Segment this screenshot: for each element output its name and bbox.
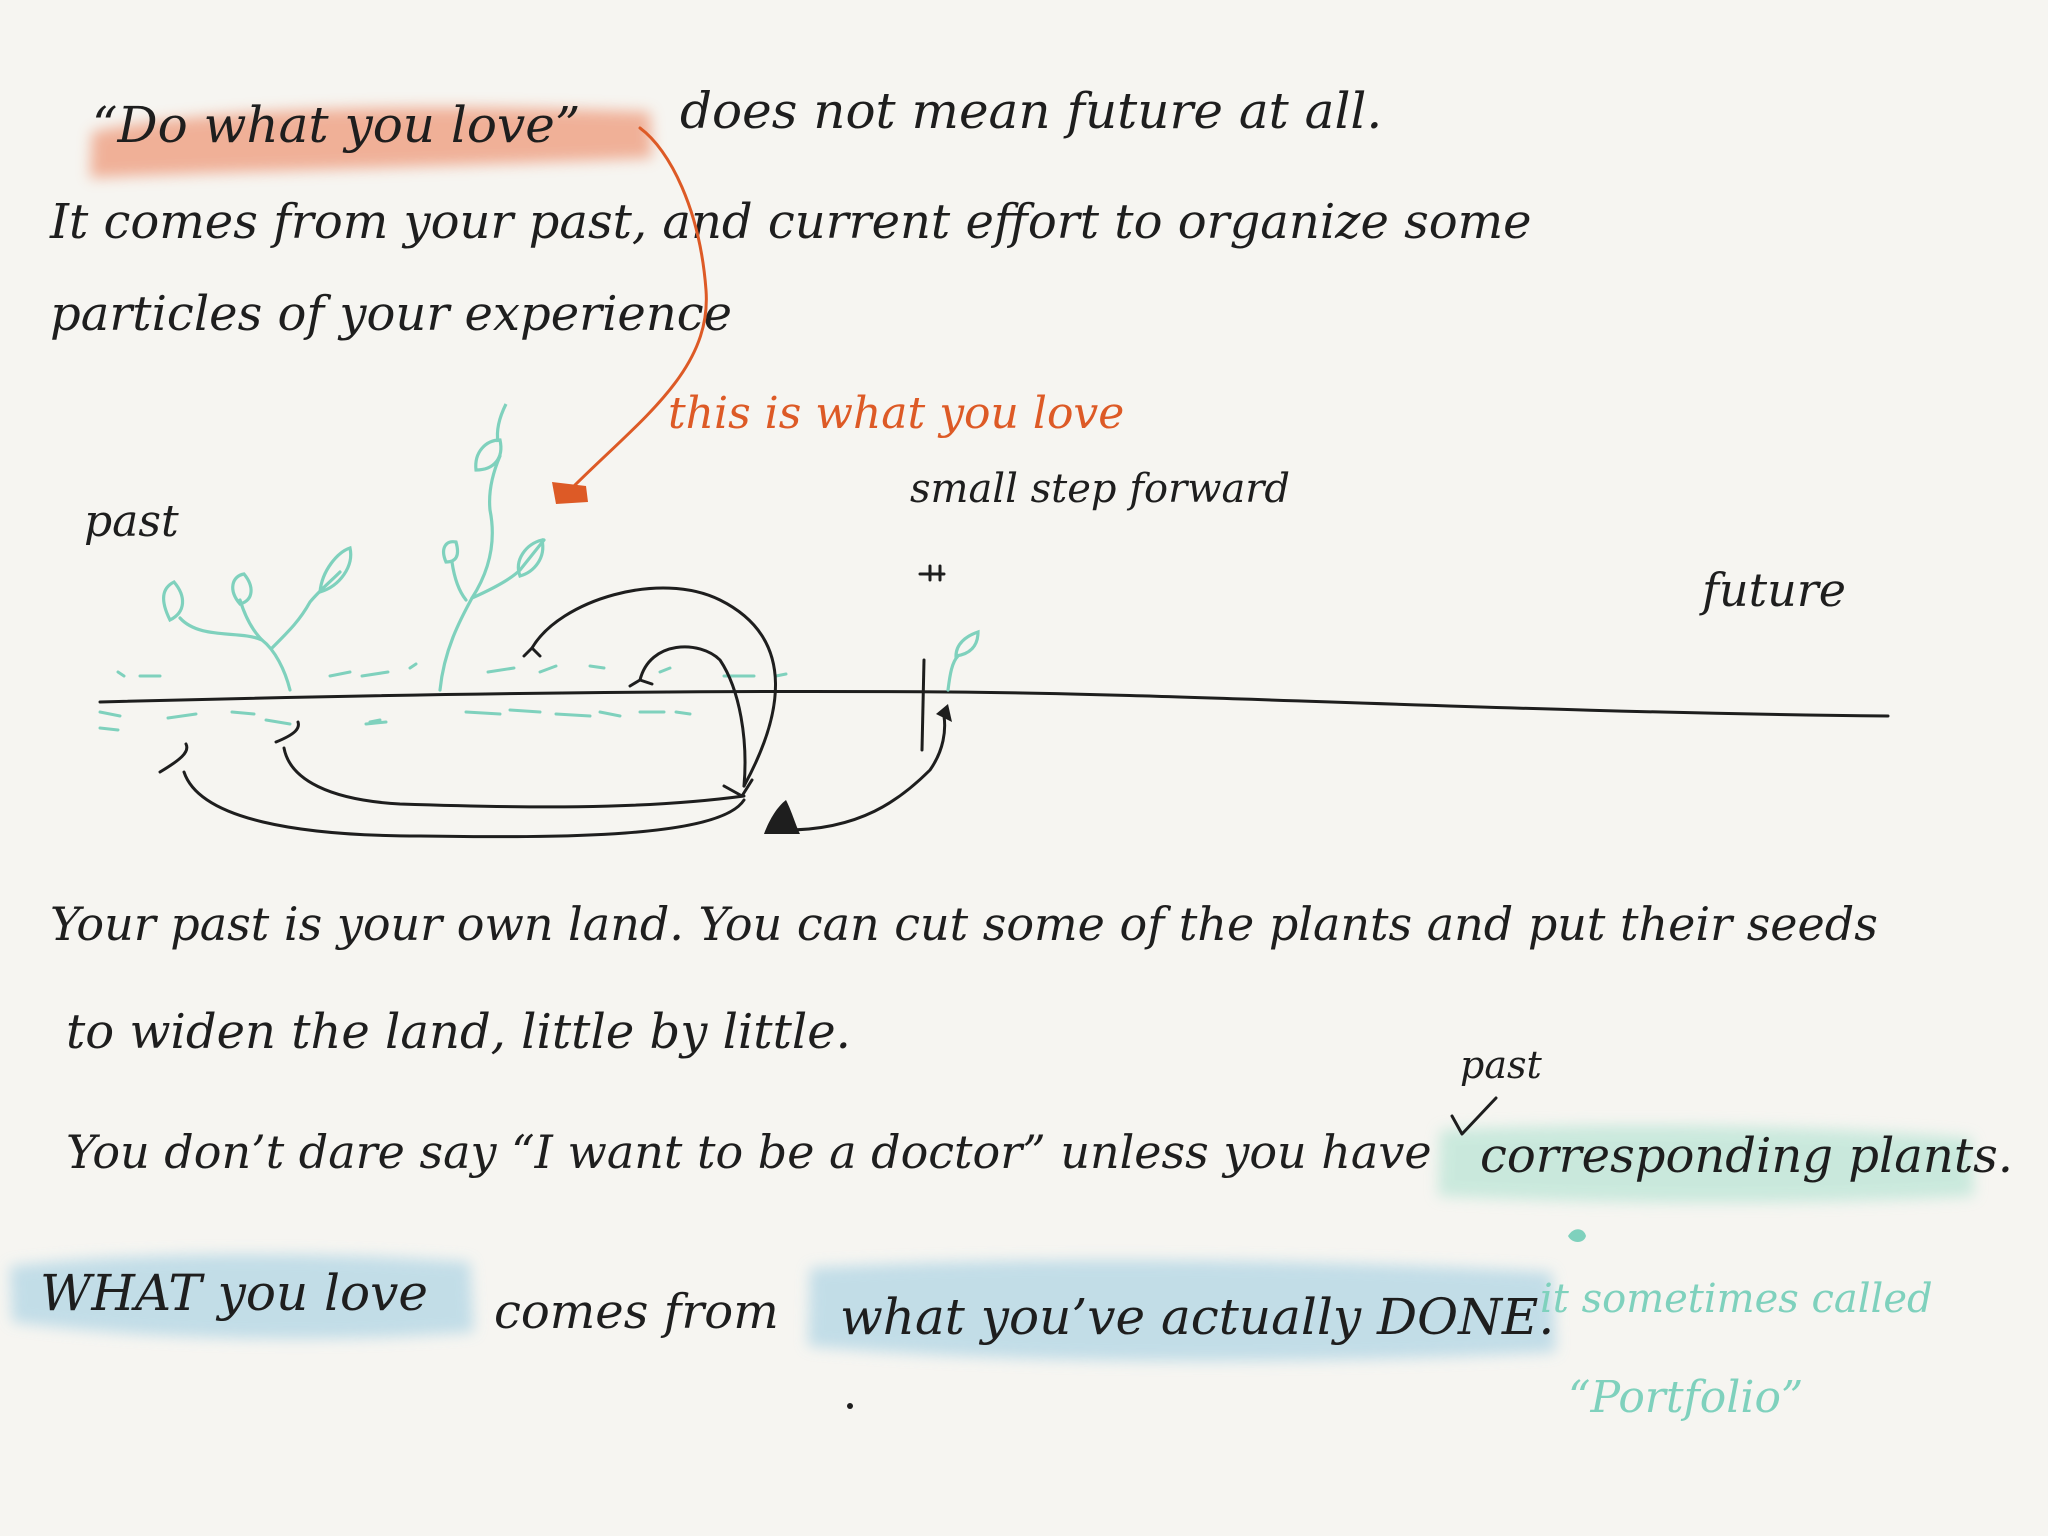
sprout-leaf	[954, 629, 980, 658]
step-tick	[918, 564, 946, 582]
side-note-line1: it sometimes called	[1540, 1276, 1933, 1322]
side-note-line2: “Portfolio”	[1568, 1372, 1803, 1423]
label-past-small: past	[1460, 1043, 1542, 1087]
teal-dot	[1568, 1229, 1586, 1242]
seed-loops	[158, 564, 952, 839]
portfolio-note: it sometimes called “Portfolio”	[1540, 1229, 1933, 1423]
para2-part1: You don’t dare say “I want to be a docto…	[66, 1125, 1432, 1179]
timeline	[98, 689, 1890, 718]
final-part1: WHAT you love	[40, 1264, 428, 1322]
orange-highlight	[90, 107, 652, 178]
leaf-3	[318, 545, 353, 595]
ground-marks	[98, 662, 788, 732]
loop-end-arrow	[722, 778, 754, 798]
blue-highlight-what-you-love	[10, 1254, 474, 1339]
final-part3: what you’ve actually DONE.	[840, 1288, 1554, 1346]
annotation-arrow	[570, 126, 708, 490]
label-small-step: small step forward	[910, 466, 1290, 512]
root-2	[274, 720, 746, 809]
plant-stem-tall	[438, 454, 502, 692]
intro-text: “Do what you love” does not mean future …	[49, 82, 1532, 342]
label-future: future	[1699, 563, 1846, 617]
final-statement: WHAT you love comes from what you’ve act…	[40, 1264, 1554, 1409]
love-annotation: this is what you love	[552, 126, 1124, 504]
line3: particles of your experience	[50, 286, 732, 342]
future-sprout	[946, 654, 960, 692]
leaf-6	[442, 540, 460, 564]
stray-dot	[847, 1403, 853, 1409]
blue-highlight-done	[808, 1260, 1556, 1362]
loop-outer	[530, 586, 777, 788]
line2: It comes from your past, and current eff…	[49, 194, 1532, 250]
annotation-love-text: this is what you love	[668, 388, 1124, 439]
arrow-head	[552, 482, 588, 504]
plant-stem-left	[178, 616, 292, 692]
final-part2: comes from	[494, 1284, 779, 1340]
step-line	[920, 658, 926, 752]
body-text: Your past is your own land. You can cut …	[50, 897, 2013, 1184]
highlights	[10, 107, 1974, 1362]
para1-line2: to widen the land, little by little.	[66, 1004, 851, 1060]
line1-quote: “Do what you love”	[92, 96, 580, 154]
teal-highlight	[1438, 1125, 1974, 1203]
seed	[764, 800, 800, 834]
leaf-4	[474, 438, 503, 472]
label-past-left: past	[84, 496, 179, 547]
leaf-2	[231, 572, 253, 606]
past-plants	[162, 403, 980, 692]
para2-part2: corresponding plants.	[1480, 1128, 2013, 1184]
line1-rest: does not mean future at all.	[680, 82, 1382, 140]
leaf-1	[162, 580, 185, 623]
leaf-5	[495, 403, 508, 443]
root-1	[158, 742, 746, 839]
loop-inner	[638, 645, 747, 788]
leaf-7	[516, 538, 545, 578]
insertion-caret	[1450, 1096, 1498, 1136]
sprout-seed	[936, 704, 952, 722]
root-to-sprout	[784, 714, 947, 832]
para1-line1: Your past is your own land. You can cut …	[50, 897, 1878, 951]
